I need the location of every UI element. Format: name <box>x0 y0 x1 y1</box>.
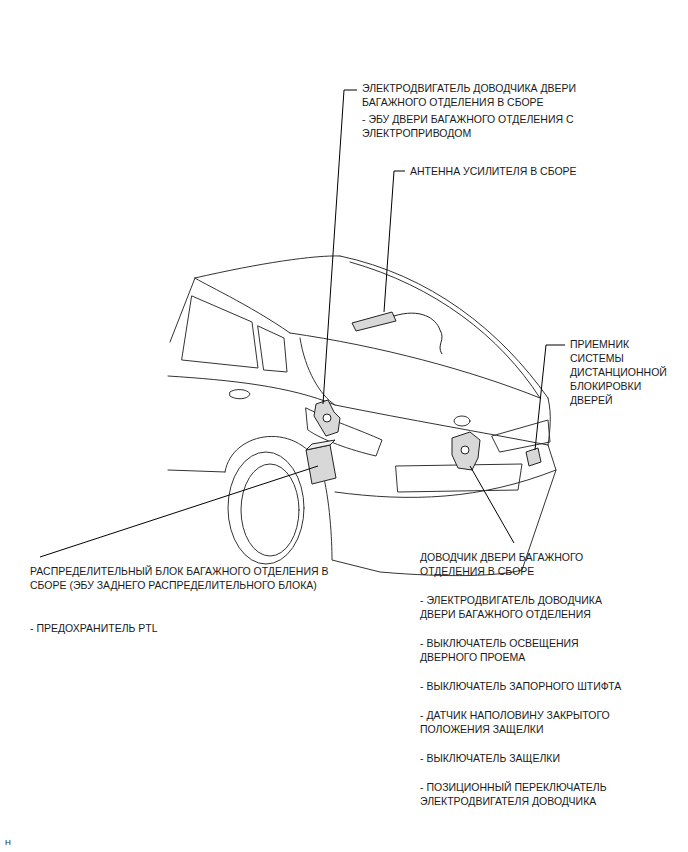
leader-line <box>384 171 405 312</box>
quarter-window <box>258 326 287 372</box>
part-label: АНТЕННА УСИЛИТЕЛЯ В СБОРЕ <box>410 164 610 178</box>
leader-line <box>40 466 318 557</box>
antenna-part <box>352 312 396 331</box>
junction-block-top <box>306 440 335 450</box>
leader-line <box>470 466 514 543</box>
trunk-lid <box>300 338 548 445</box>
junction-block-part <box>306 445 336 484</box>
sill-line <box>168 470 225 472</box>
door-handle <box>230 390 250 399</box>
receiver-part <box>526 448 541 466</box>
closer-part <box>452 432 480 470</box>
part-label: РАСПРЕДЕЛИТЕЛЬНЫЙ БЛОК БАГАЖНОГО ОТДЕЛЕН… <box>30 564 348 592</box>
emblem <box>454 416 470 426</box>
bumper-line <box>335 470 556 497</box>
part-label: - ДАТЧИК НАПОЛОВИНУ ЗАКРЫТОГО ПОЛОЖЕНИЯ … <box>420 708 638 736</box>
closer-detail <box>461 446 469 454</box>
leader-line <box>323 90 357 404</box>
body-line <box>170 278 195 342</box>
part-label: - ВЫКЛЮЧАТЕЛЬ ЗАПОРНОГО ШТИФТА <box>420 679 638 693</box>
wheel <box>228 452 304 564</box>
part-label: - ЭЛЕКТРОДВИГАТЕЛЬ ДОВОДЧИКА ДВЕРИ БАГАЖ… <box>420 593 638 621</box>
part-label: - ЭБУ ДВЕРИ БАГАЖНОГО ОТДЕЛЕНИЯ С ЭЛЕКТР… <box>362 112 577 140</box>
c-pillar <box>195 278 290 333</box>
side-window <box>182 296 258 368</box>
part-label: - ВЫКЛЮЧАТЕЛЬ ОСВЕЩЕНИЯ ДВЕРНОГО ПРОЕМА <box>420 636 638 664</box>
shoulder-line <box>168 376 335 405</box>
wheel-rim <box>241 464 299 556</box>
part-label: - ПРЕДОХРАНИТЕЛЬ PTL <box>30 621 250 635</box>
part-label: ЭЛЕКТРОДВИГАТЕЛЬ ДОВОДЧИКА ДВЕРИ БАГАЖНО… <box>362 81 612 109</box>
roof-line <box>195 256 340 278</box>
sheet-mark: H <box>5 836 25 850</box>
taillight <box>492 420 550 452</box>
motor-part <box>314 400 340 436</box>
rear-glass-edge <box>350 262 540 398</box>
leader-line <box>535 345 565 450</box>
part-label: - ВЫКЛЮЧАТЕЛЬ ЗАЩЕЛКИ <box>420 751 638 765</box>
part-label: - ПОЗИЦИОННЫЙ ПЕРЕКЛЮЧАТЕЛЬ ЭЛЕКТРОДВИГА… <box>420 780 638 808</box>
antenna-wire <box>394 313 442 354</box>
part-label: ПРИЕМНИК СИСТЕМЫ ДИСТАНЦИОННОЙ БЛОКИРОВК… <box>570 337 682 407</box>
motor-gear <box>323 414 331 422</box>
rear-glass-edge <box>340 256 548 398</box>
part-label: ДОВОДЧИК ДВЕРИ БАГАЖНОГО ОТДЕЛЕНИЯ В СБО… <box>420 550 620 578</box>
